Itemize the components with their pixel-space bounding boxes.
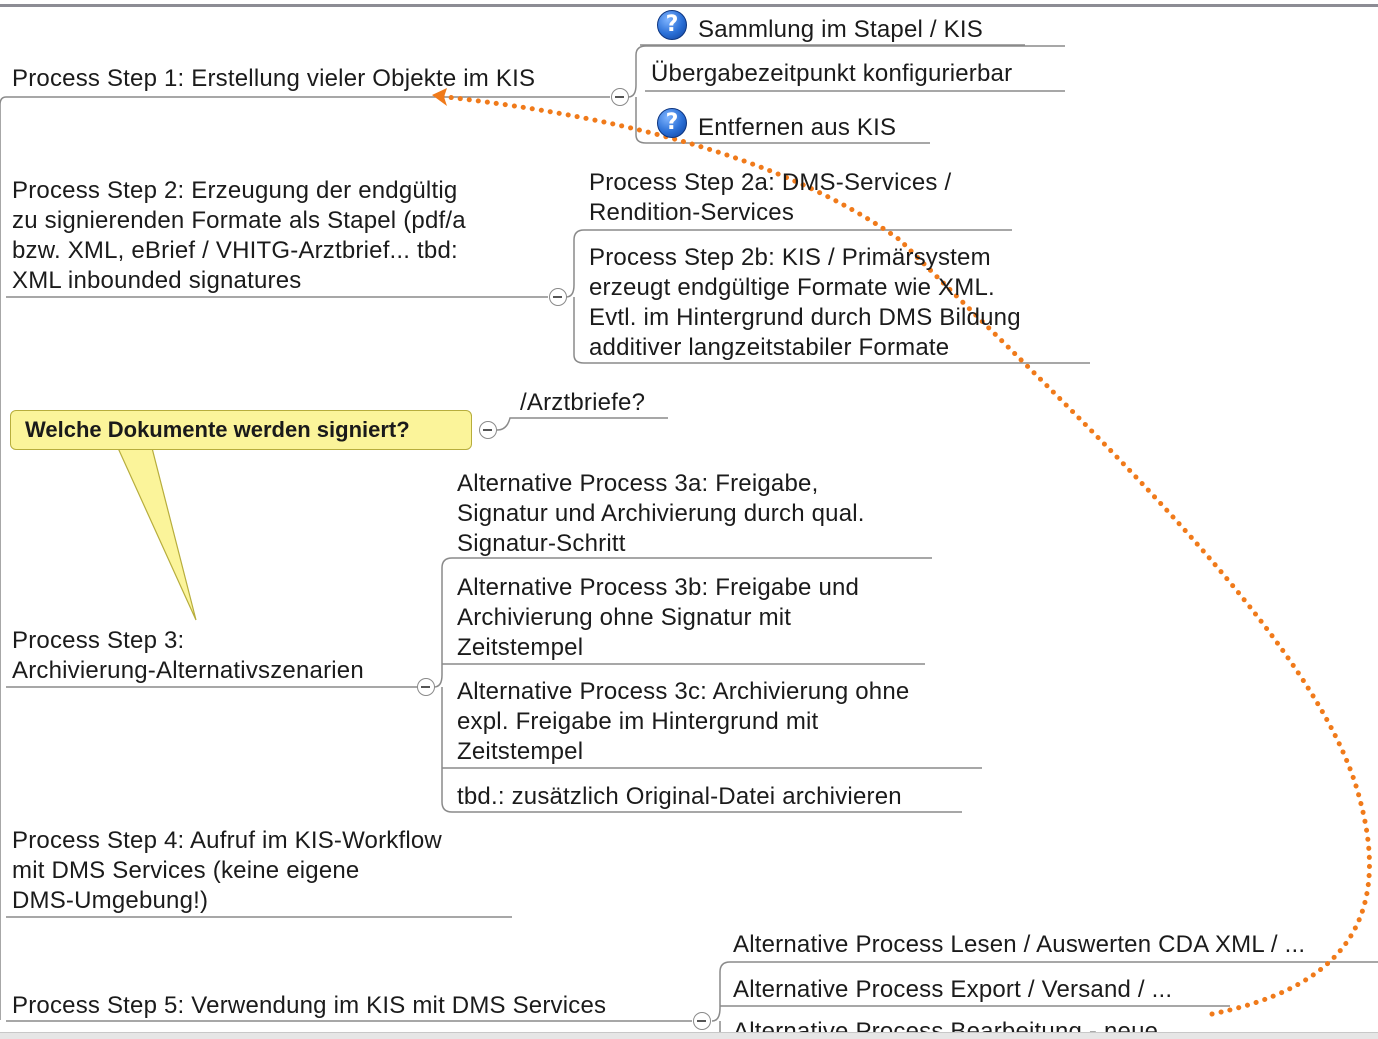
step2b-line-4: additiver langzeitstabiler Formate — [589, 334, 950, 361]
step1-label[interactable]: Process Step 1: Erstellung vieler Objekt… — [12, 65, 536, 92]
help-question-icon: ? — [657, 10, 687, 40]
step5-label[interactable]: Process Step 5: Verwendung im KIS mit DM… — [12, 992, 607, 1019]
bottom-border — [0, 1032, 1378, 1039]
step3-collapse-toggle[interactable] — [417, 678, 435, 696]
step1-child-collection[interactable]: Sammlung im Stapel / KIS — [698, 16, 983, 43]
step5-child-read-cda[interactable]: Alternative Process Lesen / Auswerten CD… — [733, 931, 1306, 958]
step2b-line-2: erzeugt endgültige Formate wie XML. — [589, 274, 995, 301]
callout-which-documents[interactable]: Welche Dokumente werden signiert? — [10, 410, 472, 450]
step3-line-2: Archivierung-Alternativszenarien — [12, 657, 364, 684]
step1-collapse-toggle[interactable] — [611, 88, 629, 106]
alt3a-line-3: Signatur-Schritt — [457, 530, 626, 557]
step2b-line-1: Process Step 2b: KIS / Primärsystem — [589, 244, 991, 271]
step5-child-edit[interactable]: Alternative Process Bearbeitung - neue — [733, 1018, 1159, 1032]
alt3c-line-3: Zeitstempel — [457, 738, 584, 765]
alt3a-line-1: Alternative Process 3a: Freigabe, — [457, 470, 819, 497]
step2a-line-2: Rendition-Services — [589, 199, 795, 226]
callout-child-arztbriefe[interactable]: /Arztbriefe? — [520, 389, 646, 416]
alt3b-line-2: Archivierung ohne Signatur mit — [457, 604, 792, 631]
alt3a-line-2: Signatur und Archivierung durch qual. — [457, 500, 865, 527]
alt3c-line-1: Alternative Process 3c: Archivierung ohn… — [457, 678, 910, 705]
step4-line-3: DMS-Umgebung!) — [12, 887, 209, 914]
step2-collapse-toggle[interactable] — [549, 288, 567, 306]
alt3b-line-3: Zeitstempel — [457, 634, 584, 661]
step1-child-remove[interactable]: Entfernen aus KIS — [698, 114, 897, 141]
step2-line-1: Process Step 2: Erzeugung der endgültig — [12, 177, 458, 204]
step3-line-1: Process Step 3: — [12, 627, 185, 654]
step2b-line-3: Evtl. im Hintergrund durch DMS Bildung — [589, 304, 1021, 331]
alt3c-line-2: expl. Freigabe im Hintergrund mit — [457, 708, 819, 735]
step2-line-4: XML inbounded signatures — [12, 267, 302, 294]
step1-child-handover[interactable]: Übergabezeitpunkt konfigurierbar — [651, 60, 1013, 87]
step5-collapse-toggle[interactable] — [693, 1012, 711, 1030]
step2a-line-1: Process Step 2a: DMS-Services / — [589, 169, 952, 196]
alt3d-label[interactable]: tbd.: zusätzlich Original-Datei archivie… — [457, 783, 902, 810]
step5-child-export[interactable]: Alternative Process Export / Versand / .… — [733, 976, 1173, 1003]
step4-line-1: Process Step 4: Aufruf im KIS-Workflow — [12, 827, 442, 854]
step2-line-2: zu signierenden Formate als Stapel (pdf/… — [12, 207, 466, 234]
step2-line-3: bzw. XML, eBrief / VHITG-Arztbrief... tb… — [12, 237, 458, 264]
callout-collapse-toggle[interactable] — [479, 421, 497, 439]
callout-child-line — [496, 417, 668, 431]
alt3b-line-1: Alternative Process 3b: Freigabe und — [457, 574, 860, 601]
step4-line-2: mit DMS Services (keine eigene — [12, 857, 360, 884]
top-border — [0, 4, 1378, 7]
help-question-icon: ? — [657, 108, 687, 138]
trunk-line — [0, 96, 7, 1020]
